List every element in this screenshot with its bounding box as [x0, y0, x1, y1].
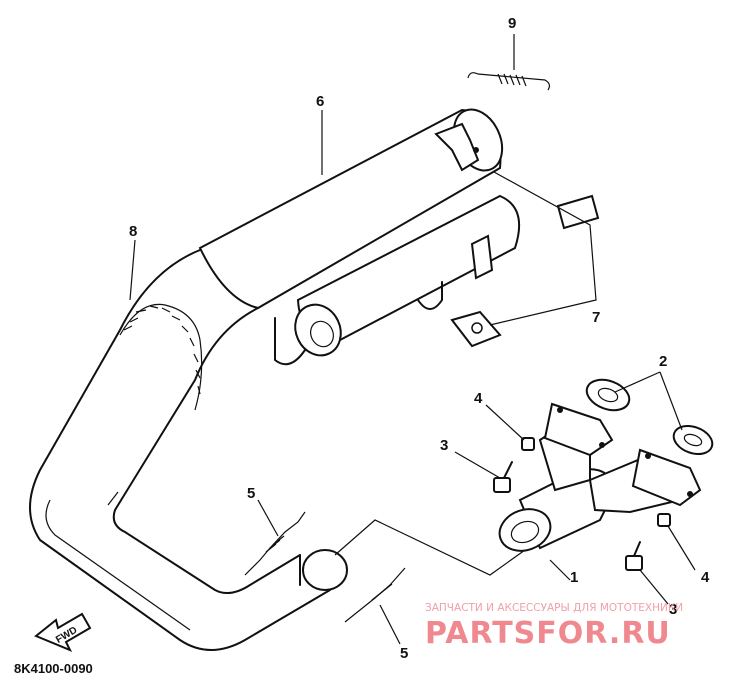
callout-6: 6: [316, 93, 324, 110]
callout-8: 8: [129, 223, 137, 240]
muffler-lower-bracket: [470, 234, 494, 280]
callout-5-lower: 5: [400, 645, 408, 662]
nut-lower: [657, 513, 671, 527]
callout-4-upper: 4: [474, 390, 483, 407]
spring-upper: [244, 511, 306, 576]
callout-1: 1: [570, 569, 578, 586]
diagram-code: 8K4100-0090: [14, 661, 93, 676]
muffler-upper-bracket: [434, 122, 480, 172]
callout-7: 7: [592, 309, 600, 326]
bolt-lower: [625, 541, 643, 571]
callout-3-lower: 3: [669, 601, 677, 618]
exhaust-flange-right: [631, 448, 702, 507]
muffler-spring: [467, 72, 551, 91]
callout-5-upper: 5: [247, 485, 255, 502]
muffler: [198, 108, 521, 366]
forward-arrow-icon: FWD: [34, 612, 92, 652]
leader-lines: [129, 34, 696, 645]
gasket-lower: [672, 424, 714, 456]
callout-3-upper: 3: [440, 437, 448, 454]
callout-9: 9: [508, 15, 516, 32]
heat-shield-spring: [119, 303, 203, 411]
exhaust-flange-left: [543, 402, 614, 457]
gasket-upper: [585, 378, 631, 412]
watermark-subtitle: ЗАПЧАСТИ И АКСЕССУАРЫ ДЛЯ МОТОТЕХНИКИ: [425, 602, 683, 614]
damper-washer: [450, 310, 502, 348]
damper-block: [556, 194, 600, 230]
callout-4-lower: 4: [701, 569, 710, 586]
exhaust-pipe: [29, 249, 348, 651]
spring-lower: [344, 567, 406, 623]
callout-2: 2: [659, 353, 667, 370]
watermark-brand: PARTSFOR.RU: [425, 616, 671, 651]
nut-upper: [521, 437, 535, 451]
bolt-upper: [493, 461, 513, 493]
